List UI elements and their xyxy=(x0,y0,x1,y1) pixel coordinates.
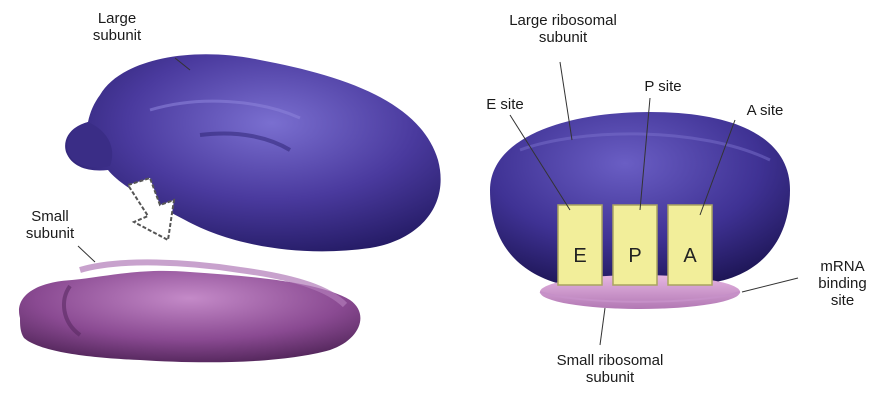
p-site-letter: P xyxy=(628,245,641,267)
e-site-block: E xyxy=(558,205,602,285)
leader-small-ribosomal xyxy=(600,308,605,345)
large-subunit-shape xyxy=(65,54,441,251)
e-site-letter: E xyxy=(573,245,586,267)
large-subunit-label: Large subunit xyxy=(72,10,162,44)
a-site-label: A site xyxy=(730,102,800,119)
mrna-binding-site-label: mRNA binding site xyxy=(795,258,890,309)
p-site-block: P xyxy=(613,205,657,285)
e-site-label: E site xyxy=(470,96,540,113)
leader-mrna xyxy=(742,278,798,292)
a-site-letter: A xyxy=(683,245,697,267)
small-subunit-label: Small subunit xyxy=(10,208,90,242)
p-site-label: P site xyxy=(628,78,698,95)
leader-small-subunit xyxy=(78,246,95,262)
small-subunit-shape xyxy=(19,262,360,362)
large-ribosomal-subunit-label: Large ribosomal subunit xyxy=(488,12,638,46)
small-ribosomal-subunit-label: Small ribosomal subunit xyxy=(520,352,700,386)
a-site-block: A xyxy=(668,205,712,285)
